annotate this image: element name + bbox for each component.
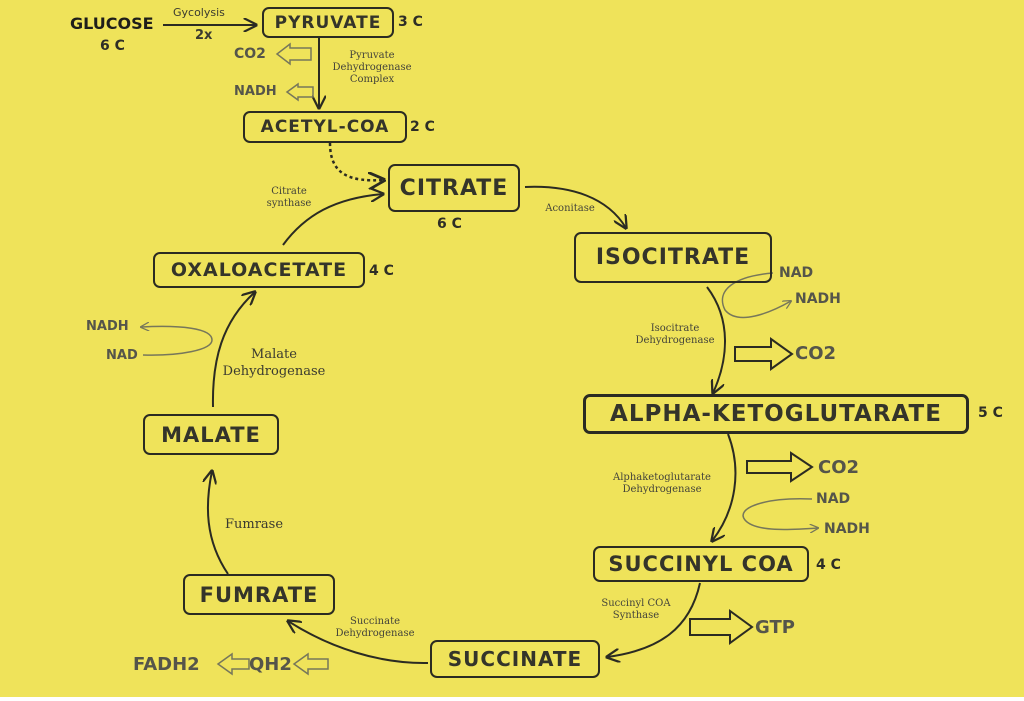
citrate-carbon-count: 6 C [437,216,462,232]
node-succinyl-coa: SUCCINYL COA [593,546,809,582]
aconitase-label: Aconitase [545,203,595,214]
akg-to-succinylcoa-arrow [712,433,737,541]
idh-co2-arrow [734,337,794,371]
pyruvate-carbon-count: 3 C [398,14,423,30]
akg-co2-label: CO2 [818,457,860,478]
succinyl-coa-synthase-label: Succinyl COA Synthase [601,598,671,621]
akg-nad-label: NAD [816,491,851,507]
akg-nad-loop [742,498,818,530]
acetyl-coa-carbon-count: 2 C [410,119,435,135]
node-oxaloacetate: OXALOACETATE [153,252,365,288]
mdh-nad-loop [141,326,213,356]
idh-nad-loop [721,272,791,319]
mdh-nadh-label: NADH [86,319,129,334]
node-citrate: CITRATE [388,164,520,212]
glucose-label: GLUCOSE [70,14,154,33]
pdh-co2-label: CO2 [234,46,266,62]
fadh2-label: FADH2 [133,654,200,675]
citrate-synthase-label: Citrate synthase [266,186,312,209]
citrate-to-isocitrate-arrow [524,185,626,228]
glucose-carbon-count: 6 C [100,38,125,54]
gtp-label: GTP [755,617,795,638]
succinate-dehydrogenase-label: Succinate Dehydrogenase [335,616,415,639]
fadh2-arrow [216,652,250,676]
akg-carbon-count: 5 C [978,405,1003,421]
pdh-nadh-label: NADH [234,84,277,99]
gtp-arrow [689,609,754,645]
malate-to-oxaloacetate-arrow [211,292,255,408]
pyruvate-dehydrogenase-label: Pyruvate Dehydrogenase Complex [332,50,412,85]
idh-nad-label: NAD [779,265,814,281]
idh-co2-label: CO2 [795,343,837,364]
pdh-co2-arrow [275,42,312,66]
akg-dehydrogenase-label: Alphaketoglutarate Dehydrogenase [613,472,711,495]
oxaloacetate-carbon-count: 4 C [369,263,394,279]
succinylcoa-to-succinate-arrow [607,582,701,657]
idh-nadh-label: NADH [795,291,841,307]
node-pyruvate: PYRUVATE [262,7,394,38]
isocitrate-to-akg-arrow [706,286,726,393]
acetyl-to-citrate-arrow [328,142,384,180]
pdh-nadh-arrow [285,82,314,102]
glycolysis-multiplier: 2x [195,28,213,43]
bottom-edge [0,697,1024,701]
node-succinate: SUCCINATE [430,640,600,678]
malate-dehydrogenase-label: Malate Dehydrogenase [222,347,326,379]
mdh-nad-label: NAD [106,348,138,363]
fumrase-label: Fumrase [225,517,284,532]
oxaloacetate-to-citrate-arrow [282,194,383,246]
node-fumrate: FUMRATE [183,574,335,615]
akg-nadh-label: NADH [824,521,870,537]
fumrate-to-malate-arrow [208,471,229,575]
node-alpha-ketoglutarate: ALPHA-KETOGLUTARATE [583,394,969,434]
akg-co2-arrow [746,451,814,483]
node-malate: MALATE [143,414,279,455]
succinate-to-fumrate-arrow [288,621,429,665]
succinyl-coa-carbon-count: 4 C [816,557,841,573]
qh2-label: QH2 [249,654,292,675]
node-isocitrate: ISOCITRATE [574,232,772,283]
qh2-arrow [292,652,329,676]
node-acetyl-coa: ACETYL-COA [243,111,407,143]
isocitrate-dehydrogenase-label: Isocitrate Dehydrogenase [635,323,715,346]
glycolysis-label: Gycolysis [173,6,225,19]
